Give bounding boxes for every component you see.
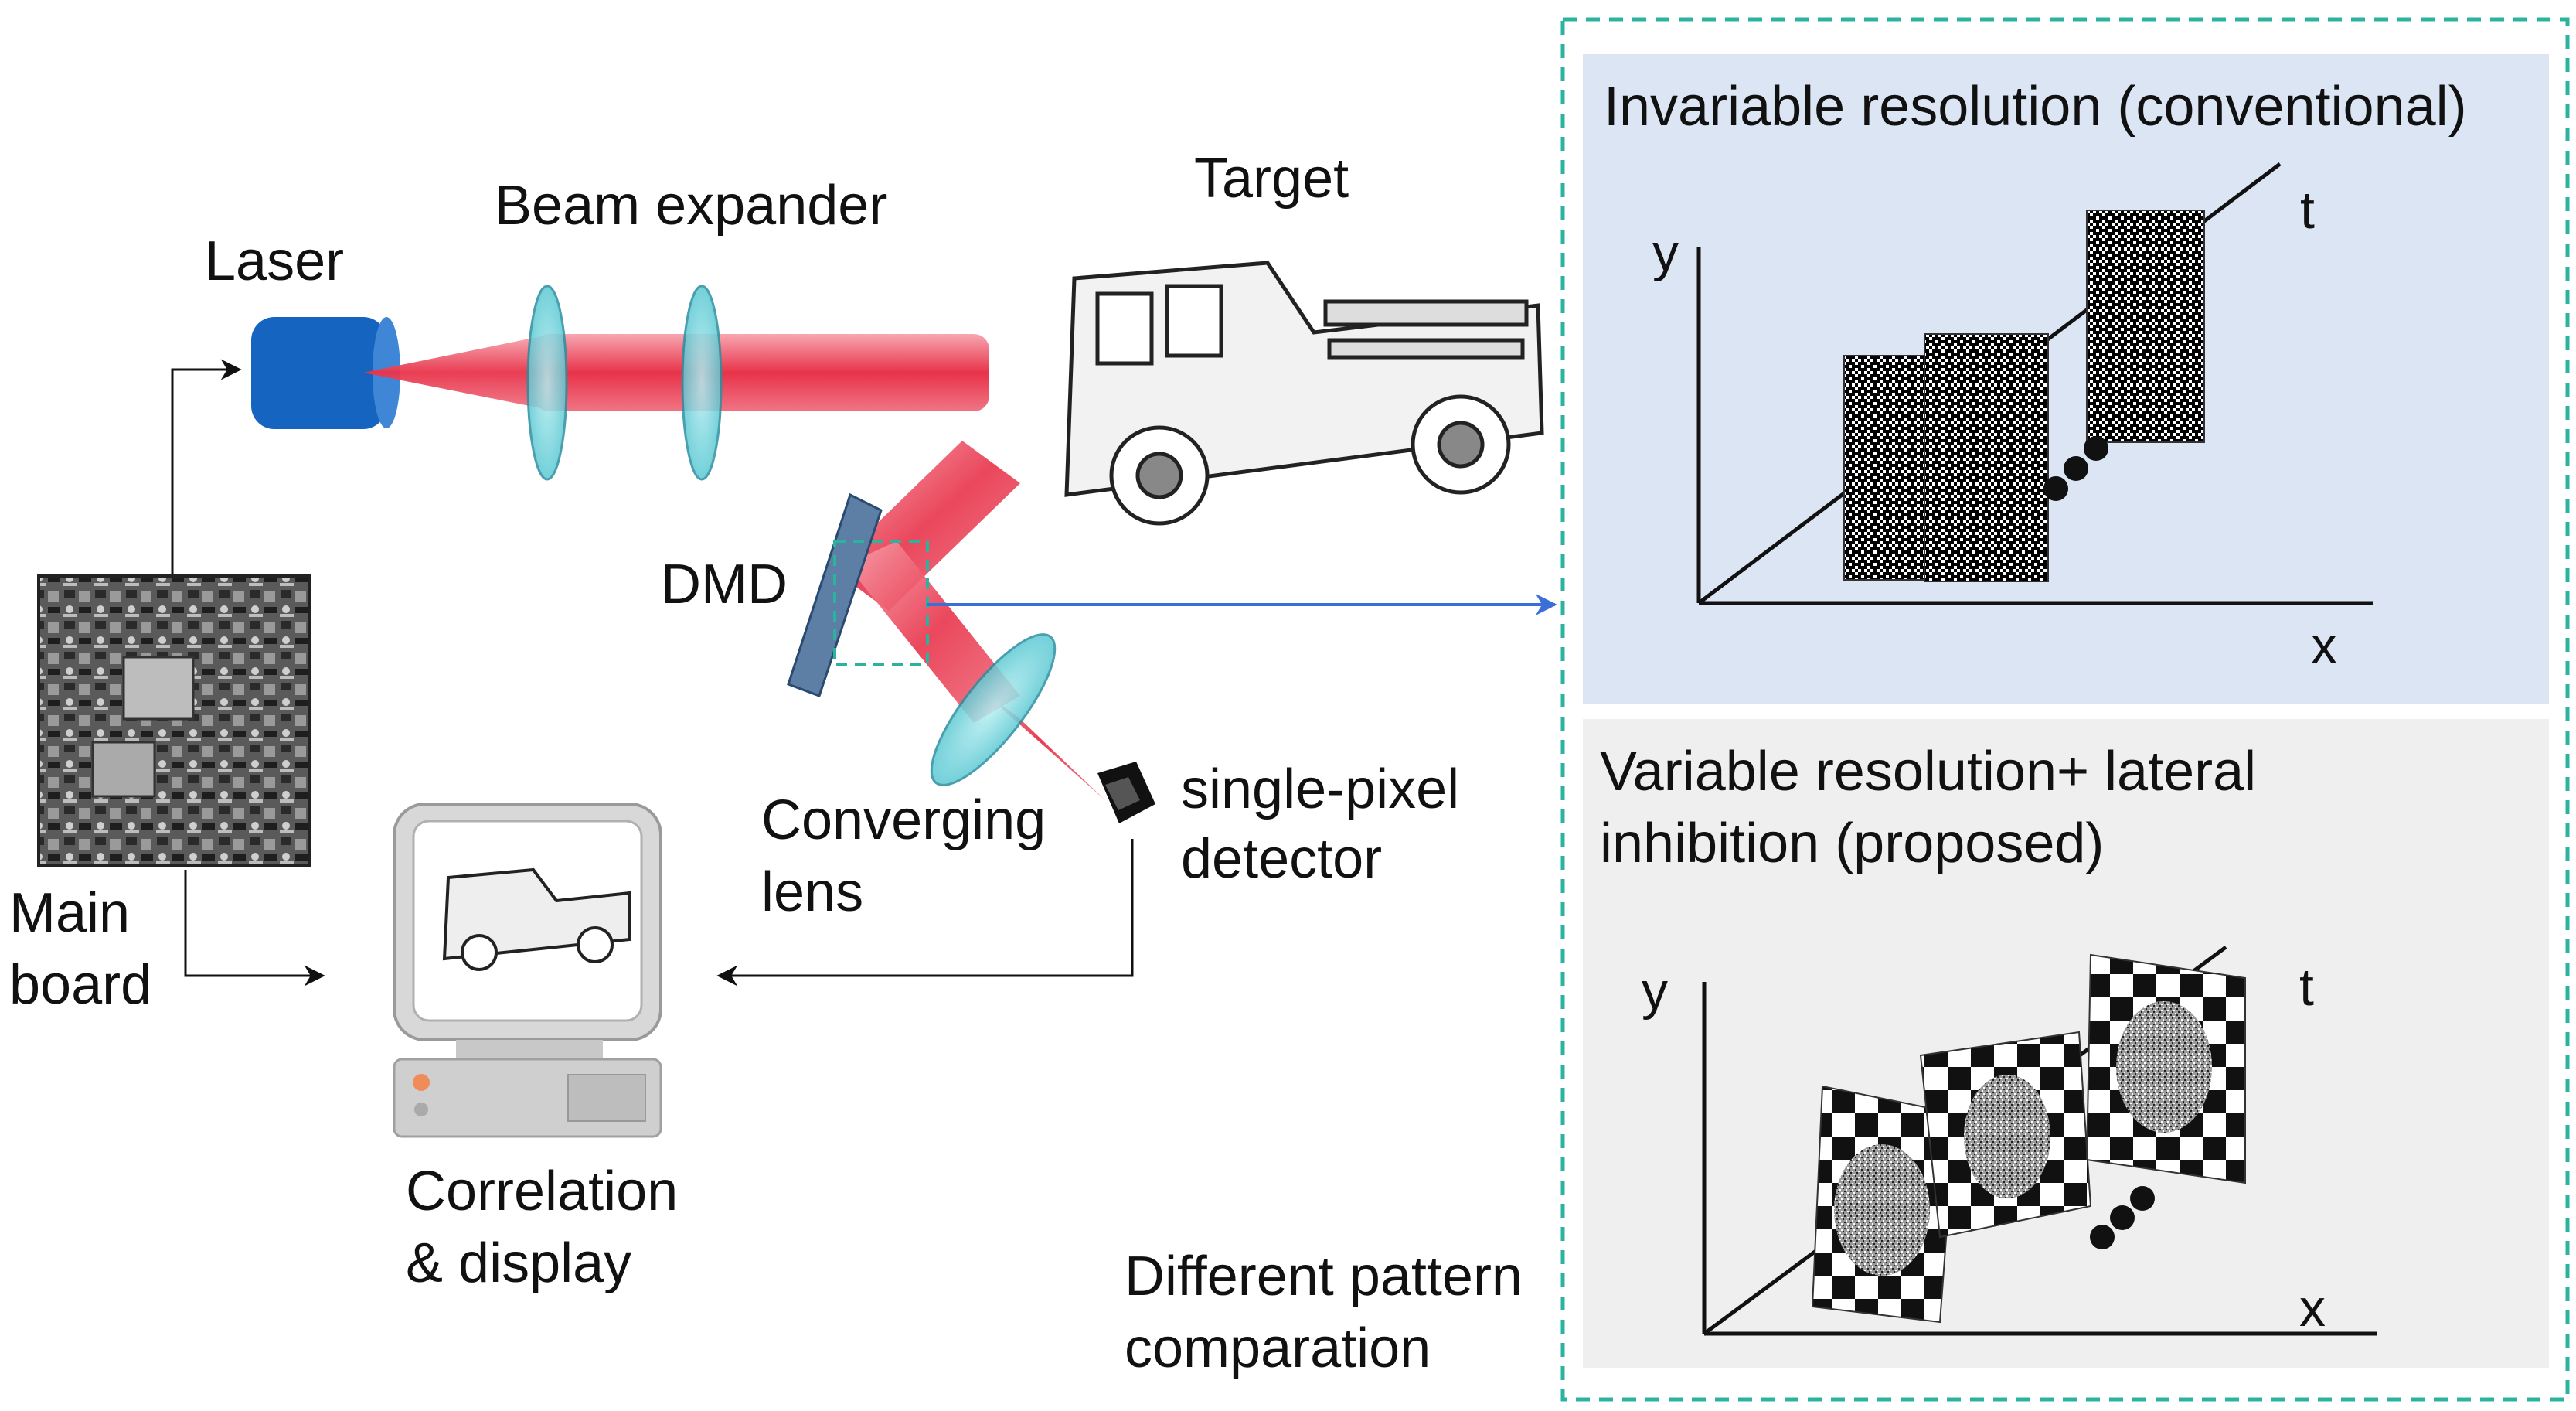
detector-label-line1: single-pixel <box>1181 758 1459 820</box>
main-board-chip-1 <box>122 656 195 721</box>
foveated-pattern-frame-2 <box>1919 1031 2092 1239</box>
laser-label: Laser <box>205 230 344 292</box>
fire-truck-target-image <box>1064 261 1544 526</box>
computer-display <box>393 803 662 1138</box>
ellipsis-dots-conventional <box>2043 436 2108 501</box>
beam-dmd-to-lens <box>846 541 1020 723</box>
target-label: Target <box>1194 148 1349 210</box>
main-board-label-line1: Main <box>9 882 130 944</box>
foveated-pattern-frame-1 <box>1811 1085 1957 1324</box>
comparison-frame <box>1560 17 2570 1402</box>
beam-expander-lens-2 <box>681 285 723 481</box>
main-board-chip-2 <box>91 741 156 798</box>
laser-beam-cone <box>363 336 541 408</box>
converging-lens-label-line2: lens <box>761 861 863 923</box>
detector-to-computer-connector <box>716 839 1134 987</box>
noise-pattern-frame-3 <box>2086 210 2205 443</box>
proposed-axis-x: x <box>2299 1279 2326 1338</box>
board-to-laser-connector <box>171 359 242 576</box>
beam-expander-label: Beam expander <box>495 175 887 237</box>
proposed-axis-t: t <box>2299 958 2314 1017</box>
conventional-axis-y: y <box>1652 223 1679 282</box>
conventional-axis-t: t <box>2300 181 2315 240</box>
conventional-axis-x: x <box>2311 616 2337 675</box>
comparison-caption-line2: comparation <box>1125 1317 1431 1379</box>
panel-proposed-title-line2: inhibition (proposed) <box>1600 813 2104 874</box>
correlation-label-line1: Correlation <box>406 1160 678 1222</box>
main-board-image <box>37 574 311 867</box>
main-board-label-line2: board <box>9 954 151 1016</box>
beam-expander-lens-1 <box>526 285 568 481</box>
converging-lens <box>930 633 1057 786</box>
comparison-caption-line1: Different pattern <box>1125 1246 1523 1307</box>
converging-lens-label-line1: Converging <box>761 789 1046 851</box>
single-pixel-detector <box>1097 762 1155 823</box>
detector-label-line2: detector <box>1181 828 1382 890</box>
ellipsis-dots-proposed <box>2090 1186 2155 1249</box>
dmd-label: DMD <box>661 554 788 615</box>
collimated-beam <box>533 334 989 411</box>
noise-pattern-frame-2 <box>1924 333 2049 582</box>
panel-conventional-title: Invariable resolution (conventional) <box>1604 76 2467 138</box>
correlation-label-line2: & display <box>406 1232 631 1294</box>
proposed-axis-y: y <box>1642 962 1668 1021</box>
panel-conventional <box>1583 54 2549 704</box>
board-to-computer-connector <box>184 870 325 987</box>
foveated-pattern-frame-3 <box>2085 953 2246 1184</box>
panel-proposed-title-line1: Variable resolution+ lateral <box>1600 741 2256 803</box>
